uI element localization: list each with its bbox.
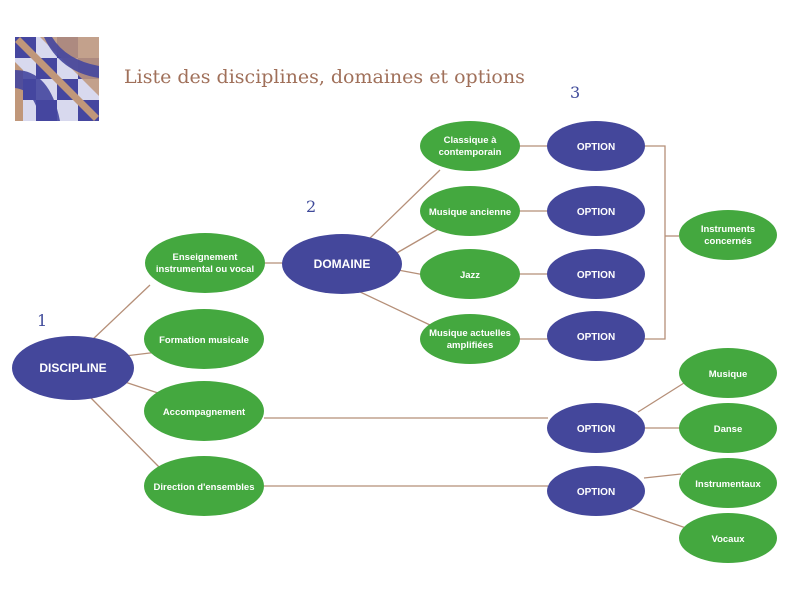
domain-item-ancienne: Musique ancienne xyxy=(420,186,520,236)
option-label: OPTION xyxy=(577,424,615,435)
option-label: OPTION xyxy=(577,142,615,153)
option-node-direction: OPTION xyxy=(547,466,645,516)
connectors xyxy=(89,145,687,529)
connector-discipline-direction xyxy=(89,396,161,469)
domain-item-label: Musique actuelles xyxy=(429,328,511,339)
instruments-label: Instruments xyxy=(701,224,755,235)
connector-domaine-actuelles xyxy=(355,289,431,326)
discipline-node: DISCIPLINE xyxy=(12,336,134,400)
target-label: Danse xyxy=(714,424,743,435)
discipline-item-accompagnement: Accompagnement xyxy=(144,381,264,441)
option-node-actuelles: OPTION xyxy=(547,311,645,361)
discipline-item-label: Accompagnement xyxy=(163,407,246,418)
connector-discipline-enseignement xyxy=(91,284,151,341)
option-label: OPTION xyxy=(577,207,615,218)
connector-options-bracket xyxy=(644,145,666,340)
target-vocaux: Vocaux xyxy=(679,513,777,563)
domain-item-label: amplifiées xyxy=(447,340,493,351)
instruments-node: Instruments concernés xyxy=(679,210,777,260)
step-number-3: 3 xyxy=(570,83,580,102)
domain-item-label: contemporain xyxy=(439,147,502,158)
option-node-ancienne: OPTION xyxy=(547,186,645,236)
option-node-jazz: OPTION xyxy=(547,249,645,299)
domain-item-jazz: Jazz xyxy=(420,249,520,299)
discipline-item-label: Enseignement xyxy=(173,252,239,263)
target-musique: Musique xyxy=(679,348,777,398)
domain-item-label: Musique ancienne xyxy=(429,207,511,218)
target-instrumentaux: Instrumentaux xyxy=(679,458,777,508)
discipline-item-label: instrumental ou vocal xyxy=(156,264,254,275)
option-label: OPTION xyxy=(577,332,615,343)
target-label: Musique xyxy=(709,369,748,380)
target-label: Instrumentaux xyxy=(695,479,761,490)
discipline-item-enseignement: Enseignement instrumental ou vocal xyxy=(145,233,265,293)
option-label: OPTION xyxy=(577,487,615,498)
discipline-label: DISCIPLINE xyxy=(39,361,106,375)
step-number-2: 2 xyxy=(306,197,316,216)
connector-discipline-accompagnement xyxy=(124,381,159,394)
discipline-item-label: Formation musicale xyxy=(159,335,249,346)
connector-option-instrumentaux xyxy=(643,473,682,479)
option-node-classique: OPTION xyxy=(547,121,645,171)
connector-domaine-ancienne xyxy=(394,227,441,255)
domain-item-classique: Classique à contemporain xyxy=(420,121,520,171)
connector-domaine-classique xyxy=(367,169,441,241)
step-number-1: 1 xyxy=(37,311,47,330)
discipline-item-formation: Formation musicale xyxy=(144,309,264,369)
option-label: OPTION xyxy=(577,270,615,281)
connector-option-vocaux xyxy=(627,507,687,529)
discipline-item-direction: Direction d'ensembles xyxy=(144,456,264,516)
instruments-label: concernés xyxy=(704,236,752,247)
connector-option-musique xyxy=(637,382,685,413)
domain-item-label: Classique à xyxy=(444,135,498,146)
logo xyxy=(15,37,99,121)
option-node-accompagnement: OPTION xyxy=(547,403,645,453)
domain-item-label: Jazz xyxy=(460,270,480,281)
domain-item-actuelles: Musique actuelles amplifiées xyxy=(420,314,520,364)
page-title: Liste des disciplines, domaines et optio… xyxy=(124,66,525,88)
target-danse: Danse xyxy=(679,403,777,453)
discipline-item-label: Direction d'ensembles xyxy=(154,482,255,493)
domaine-node: DOMAINE xyxy=(282,234,402,294)
target-label: Vocaux xyxy=(711,534,745,545)
domaine-label: DOMAINE xyxy=(314,257,371,271)
